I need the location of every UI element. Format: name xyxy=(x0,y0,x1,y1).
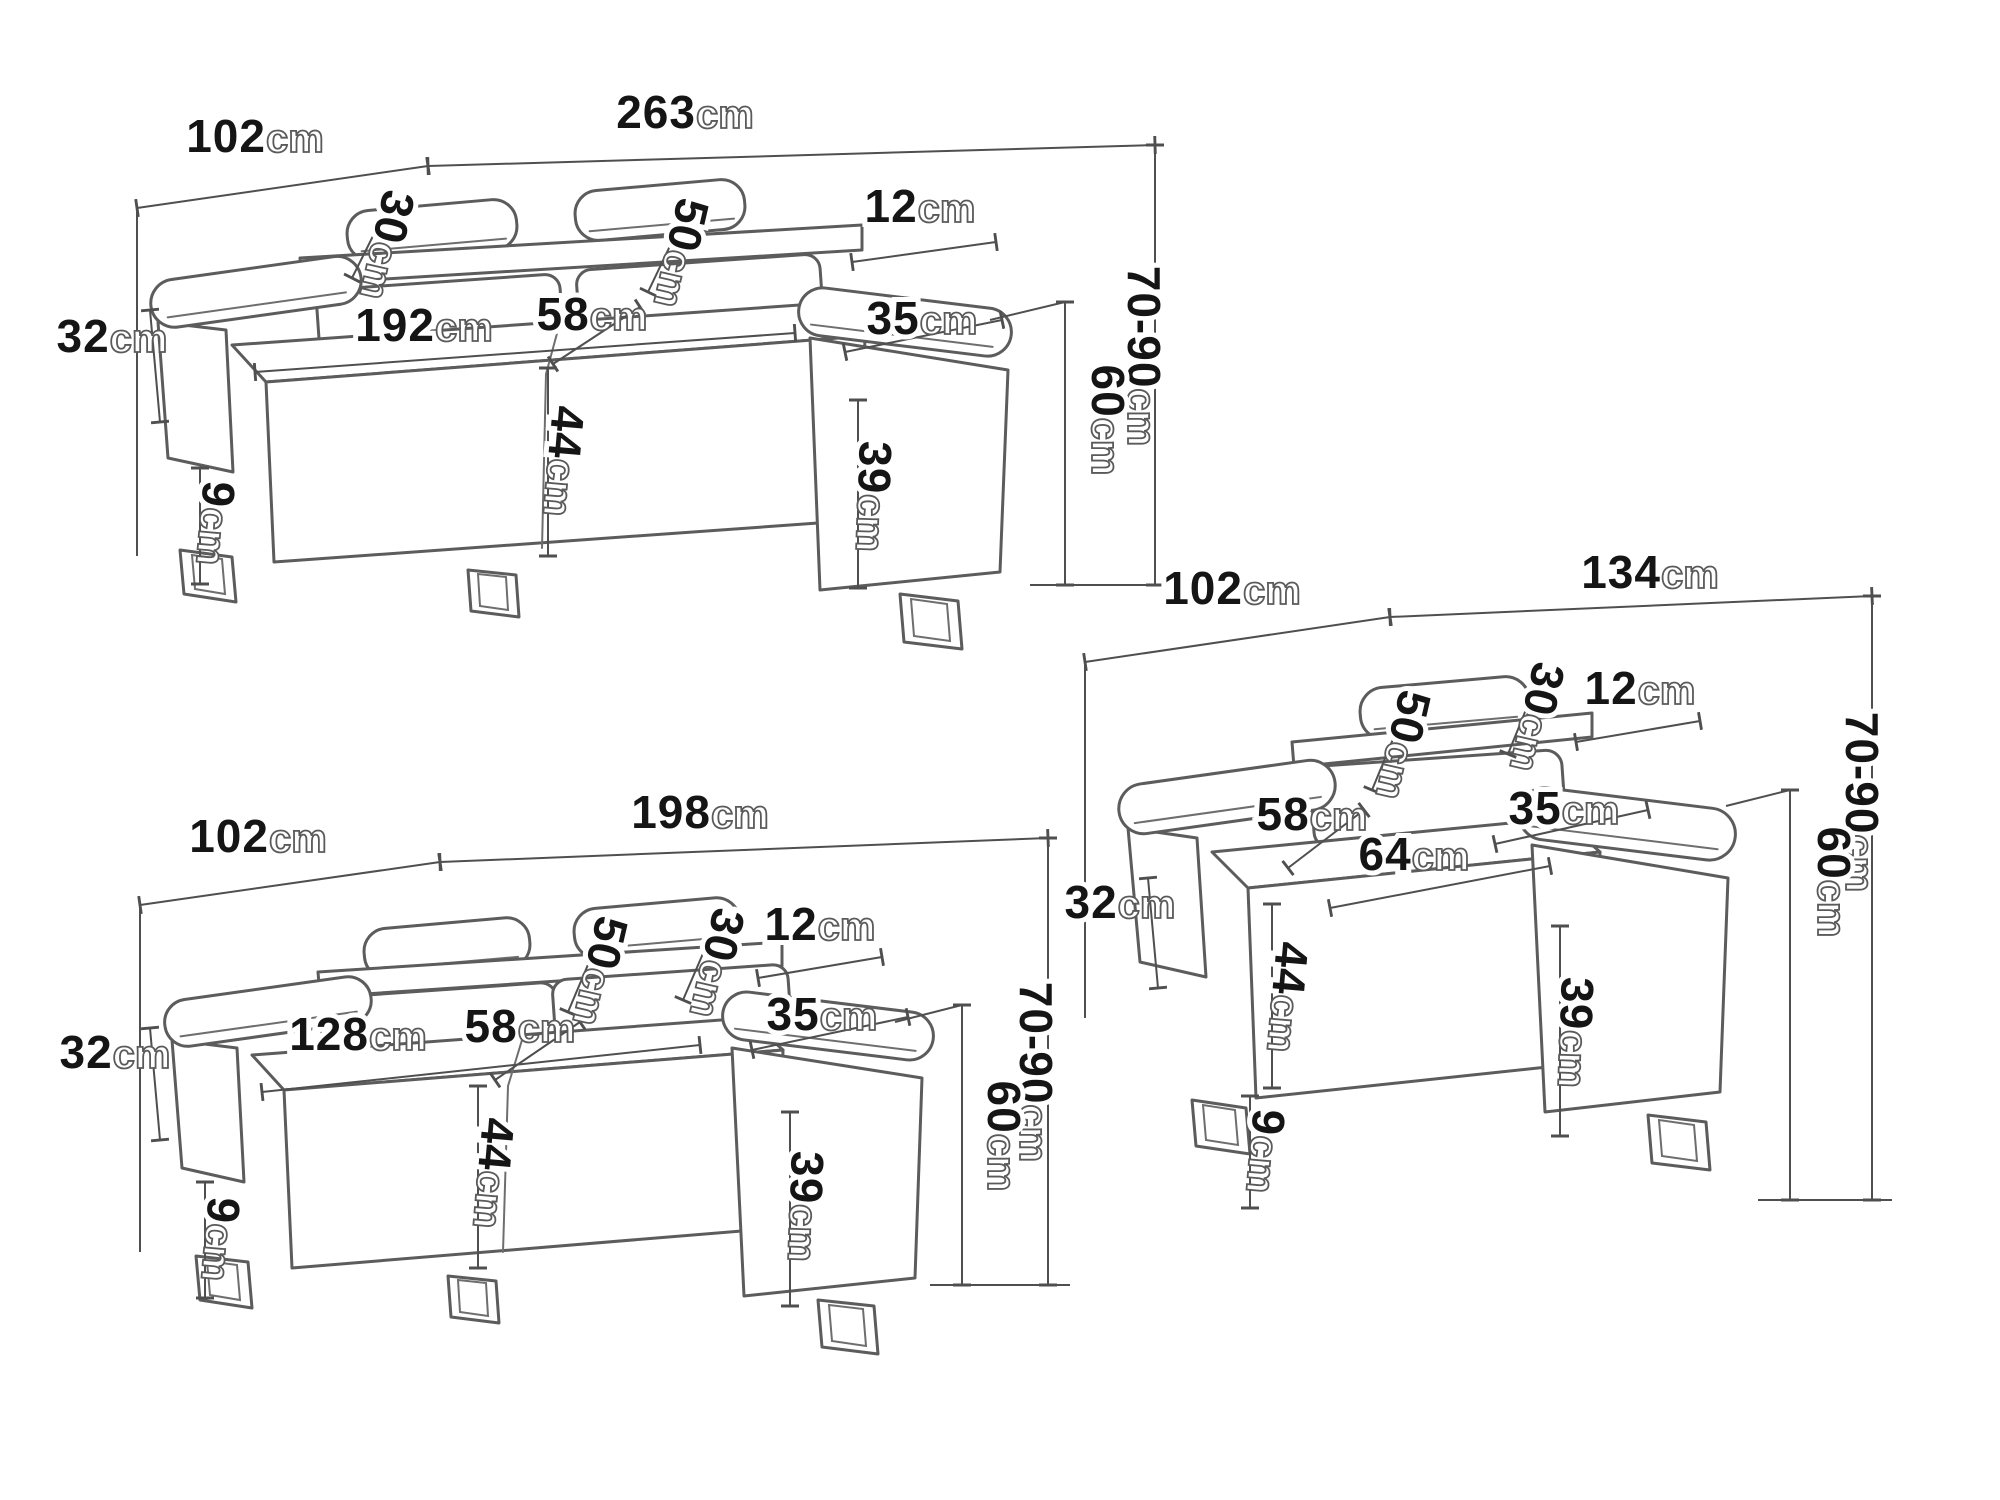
three-seater-labels: 102cm 263cm 30cm 50cm 12cm 32cm 192cm 58… xyxy=(52,81,1175,568)
dim-label-armrest-total: 60cm xyxy=(1808,827,1860,938)
leg-inner xyxy=(456,1278,490,1318)
dim-line-depth xyxy=(137,852,443,915)
leg-inner xyxy=(1201,1103,1240,1147)
dim-line-width xyxy=(1388,586,1874,627)
dim-line-backrest xyxy=(639,198,699,298)
dim-label-armrest-side: 32cm xyxy=(60,1026,171,1078)
dim-line-armrest-side xyxy=(140,1025,170,1143)
dim-label-clearance: 9cm xyxy=(1236,1107,1295,1196)
dim-label-seat-width: 64cm xyxy=(1359,828,1470,880)
leg xyxy=(466,568,521,619)
leg-inner xyxy=(827,1303,868,1348)
dim-label-seat-depth: 58cm xyxy=(465,1000,576,1052)
armrest-seam-line xyxy=(166,291,347,319)
dim-line-armrest-width xyxy=(748,1007,912,1060)
dim-label-height-range: 70-90cm xyxy=(1010,982,1062,1162)
dim-label-armrest-width: 35cm xyxy=(867,292,978,344)
dim-line-backrest xyxy=(559,917,615,1017)
dim-label-seat-depth: 58cm xyxy=(537,288,648,340)
three-seater-diagram: 102cm 263cm 30cm 50cm 12cm 32cm 192cm 58… xyxy=(52,81,1180,651)
dim-label-depth: 102cm xyxy=(186,110,324,162)
left-armrest-side xyxy=(170,1038,246,1184)
dim-line-armrest-top xyxy=(1573,711,1703,752)
dim-label-depth: 102cm xyxy=(1163,562,1301,614)
dim-label-height-range: 70-90cm xyxy=(1836,712,1888,892)
two-seater-dimension-lines xyxy=(137,828,1070,1308)
seat-front xyxy=(282,1048,785,1270)
dim-line-armrest-side xyxy=(1138,875,1168,991)
dim-line-backrest xyxy=(1363,693,1419,795)
dim-line-seat-depth xyxy=(546,298,647,373)
armchair-dimension-lines xyxy=(1082,586,1892,1210)
armrest-seam-line xyxy=(179,1010,358,1038)
dim-line-depth xyxy=(134,156,431,218)
dim-label-clearance: 9cm xyxy=(186,479,245,568)
two-seater-diagram: 102cm 198cm 50cm 30cm 12cm 32cm 128cm 58… xyxy=(55,781,1070,1356)
dim-line-armrest-width xyxy=(1491,800,1652,854)
dim-label-seat-width: 128cm xyxy=(289,1008,427,1060)
dim-connector xyxy=(1725,789,1791,807)
leg-inner xyxy=(1657,1118,1699,1163)
dim-line-seat-depth xyxy=(488,1013,587,1089)
dim-label-width: 134cm xyxy=(1581,546,1719,598)
dim-label-armrest-top: 12cm xyxy=(865,180,976,232)
dim-line-armrest-width xyxy=(841,310,1006,362)
left-armrest xyxy=(1117,758,1337,836)
armrest-seam-line xyxy=(1133,795,1322,825)
left-armrest xyxy=(149,254,363,329)
dim-label-armrest-total: 60cm xyxy=(1082,365,1134,476)
dim-label-armrest-total: 60cm xyxy=(978,1081,1030,1192)
right-armrest-side xyxy=(808,336,1010,592)
right-armrest-side xyxy=(1530,843,1730,1114)
dim-line-armrest-top xyxy=(849,232,999,272)
dim-line-armrest-top xyxy=(755,947,885,988)
dim-line-depth xyxy=(1082,607,1393,672)
dim-label-armrest-width: 35cm xyxy=(767,988,878,1040)
two-seater-labels: 102cm 198cm 50cm 30cm 12cm 32cm 128cm 58… xyxy=(55,781,1067,1284)
dim-label-seat-height: 44cm xyxy=(533,404,594,519)
dim-label-armrest-top: 12cm xyxy=(765,898,876,950)
dim-line-headrest xyxy=(1499,665,1551,759)
dim-line-seat-width xyxy=(252,323,798,382)
dim-line-seat-width xyxy=(259,1035,703,1102)
dim-line-width xyxy=(438,828,1050,872)
dim-label-depth: 102cm xyxy=(189,810,327,862)
dim-label-clearance: 9cm xyxy=(191,1195,250,1284)
leg-inner xyxy=(909,597,952,643)
dim-label-seat-depth: 58cm xyxy=(1257,788,1368,840)
leg-inner xyxy=(476,572,510,612)
three-seater-dimension-lines xyxy=(134,135,1180,590)
dim-label-armrest-front: 39cm xyxy=(1548,976,1604,1089)
dim-label-armrest-front: 39cm xyxy=(778,1150,834,1263)
leg xyxy=(446,1274,501,1325)
dim-line-headrest xyxy=(674,909,729,1005)
armchair-diagram: 102cm 134cm 50cm 30cm 12cm 58cm 64cm 35c… xyxy=(1060,541,1893,1210)
dim-label-width: 198cm xyxy=(631,786,769,838)
dim-line-width xyxy=(426,135,1157,176)
dim-label-armrest-side: 32cm xyxy=(57,310,168,362)
dim-label-armrest-top: 12cm xyxy=(1585,662,1696,714)
dim-label-seat-height: 44cm xyxy=(463,1116,524,1231)
dim-label-armrest-width: 35cm xyxy=(1509,782,1620,834)
dim-line-armrest-side xyxy=(140,307,170,425)
right-armrest-side xyxy=(730,1046,924,1298)
dim-line-seat-width xyxy=(1326,856,1554,918)
dim-label-armrest-front: 39cm xyxy=(846,440,902,553)
dim-line-headrest xyxy=(343,192,401,284)
two-seater-sofa-drawing xyxy=(163,896,935,1356)
left-armrest-side xyxy=(156,320,235,474)
dim-label-armrest-side: 32cm xyxy=(1065,876,1176,928)
dim-label-seat-height: 44cm xyxy=(1257,940,1318,1055)
armchair-drawing xyxy=(1117,675,1737,1172)
dim-label-backrest: 50cm xyxy=(563,912,639,1032)
dim-label-width: 263cm xyxy=(616,86,754,138)
dim-line-seat-depth xyxy=(1281,801,1371,877)
dim-label-seat-width: 192cm xyxy=(355,299,493,351)
dim-label-height-range: 70-90cm xyxy=(1118,266,1170,446)
